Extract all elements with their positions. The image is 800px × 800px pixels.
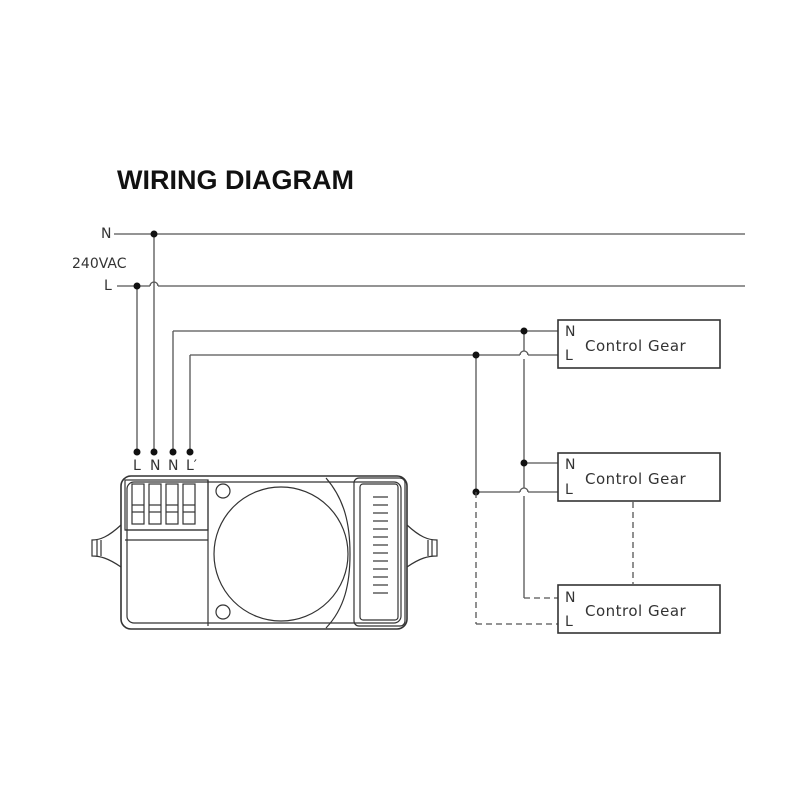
control-gear-3: N L Control Gear [557,584,721,634]
control-gear-l-label: L [565,614,573,630]
control-gear-l-label: L [565,348,573,364]
diagram-title: WIRING DIAGRAM [117,165,354,195]
neutral-junction-dot [150,230,158,238]
terminal-dot [169,448,177,456]
junction-dot [472,351,480,359]
control-gear-2: N L Control Gear [557,452,721,502]
control-gear-n-label: N [565,324,575,340]
optional-dashed-wiring [475,492,634,625]
sensor-supply-wires [133,230,158,452]
terminal-label-l: L [133,458,141,474]
terminal-dot [150,448,158,456]
junction-dot [520,459,528,467]
control-gear-label: Control Gear [585,337,687,355]
terminal-label-l-out: L′ [186,458,197,474]
junction-dot [520,327,528,335]
terminal-label-n: N [150,458,160,474]
control-gear-n-label: N [565,590,575,606]
control-gear-label: Control Gear [585,470,687,488]
output-live-wire [189,350,560,452]
output-neutral-wire [172,330,560,452]
distribution-wiring [472,327,560,598]
neutral-supply-label: N [101,226,111,242]
voltage-label: 240VAC [72,256,127,272]
terminal-dot [186,448,194,456]
control-gear-l-label: L [565,482,573,498]
live-junction-dot [133,282,141,290]
control-gear-1: N L Control Gear [557,319,721,369]
sensor-terminal-labels: L N N L′ [133,448,197,474]
control-gear-n-label: N [565,457,575,473]
live-supply-line [117,281,745,287]
live-supply-label: L [104,278,112,294]
control-gear-label: Control Gear [585,602,687,620]
terminal-label-n-out: N [168,458,178,474]
sensor-device [91,475,438,630]
terminal-dot [133,448,141,456]
